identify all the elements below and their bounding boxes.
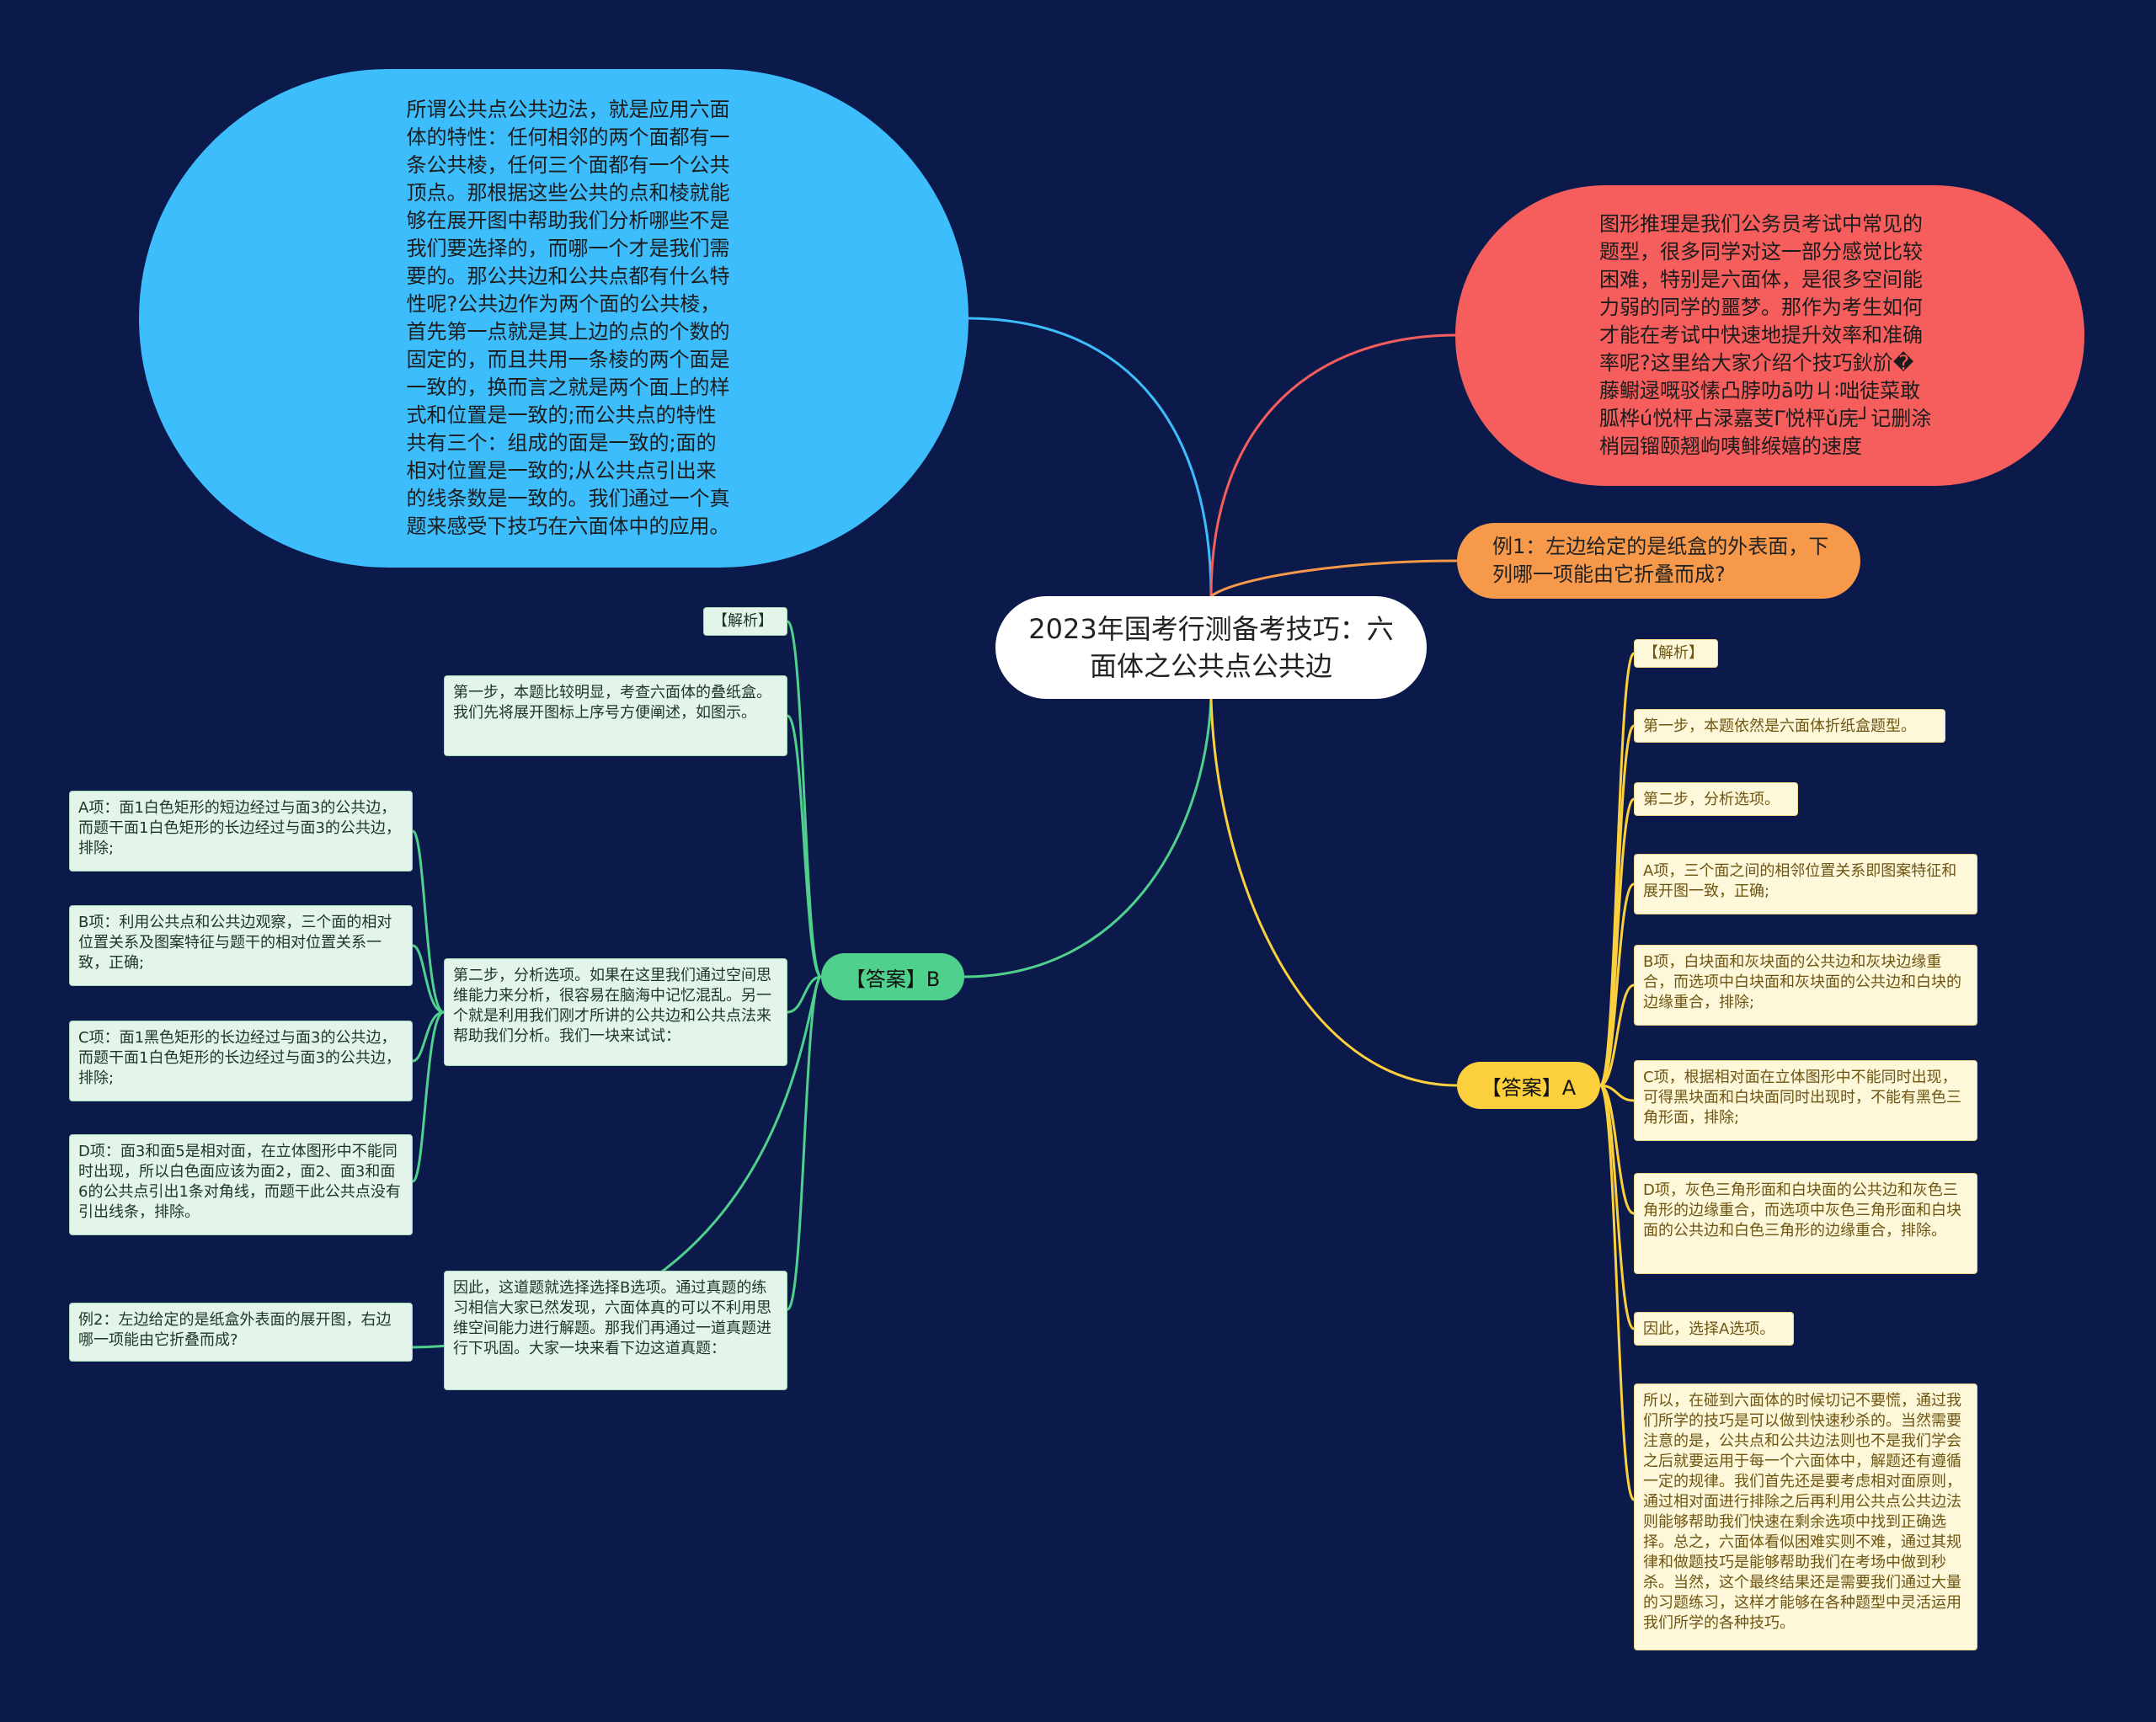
link-root-blue: [966, 317, 1213, 597]
a-step1[interactable]: 第一步，本题依然是六面体折纸盒题型。: [1634, 709, 1945, 743]
a-option-a[interactable]: A项，三个面之间的相邻位置关系即图案特征和展开图一致，正确;: [1634, 854, 1977, 914]
intro-blue-node[interactable]: 所谓公共点公共边法，就是应用六面体的特性：任何相邻的两个面都有一条公共棱，任何三…: [139, 69, 969, 568]
a-option-d[interactable]: D项，灰色三角形面和白块面的公共边和灰色三角形的边缘重合，而选项中灰色三角形面和…: [1634, 1173, 1977, 1274]
b-option-b[interactable]: B项：利用公共点和公共边观察，三个面的相对位置关系及图案特征与题干的相对位置关系…: [69, 905, 413, 986]
b-conclusion[interactable]: 因此，这道题就选择选择B选项。通过真题的练习相信大家已然发现，六面体真的可以不利…: [444, 1271, 787, 1390]
answer-b-label: 【答案】B: [845, 967, 941, 991]
example1-text: 例1：左边给定的是纸盒的外表面，下列哪一项能由它折叠而成?: [1492, 535, 1829, 586]
a-conclusion[interactable]: 因此，选择A选项。: [1634, 1312, 1794, 1346]
intro-red-node[interactable]: 图形推理是我们公务员考试中常见的题型，很多同学对这一部分感觉比较困难，特别是六面…: [1455, 185, 2084, 486]
link-root-example1: [1210, 559, 1458, 598]
b-option-c[interactable]: C项：面1黑色矩形的长边经过与面3的公共边，而题干面1白色矩形的长边经过与面3的…: [69, 1021, 413, 1101]
answer-a-label: 【答案】A: [1481, 1075, 1577, 1100]
a-summary[interactable]: 所以，在碰到六面体的时候切记不要慌，通过我们所学的技巧是可以做到快速秒杀的。当然…: [1634, 1383, 1977, 1650]
b-step2[interactable]: 第二步，分析选项。如果在这里我们通过空间思维能力来分析，很容易在脑海中记忆混乱。…: [444, 958, 787, 1066]
a-option-c[interactable]: C项，根据相对面在立体图形中不能同时出现，可得黑块面和白块面同时出现时，不能有黑…: [1634, 1060, 1977, 1141]
link-root-red: [1209, 333, 1458, 597]
root-node[interactable]: 2023年国考行测备考技巧：六面体之公共点公共边: [995, 596, 1427, 699]
answer-a-node[interactable]: 【答案】A: [1457, 1062, 1600, 1109]
intro-red-text: 图形推理是我们公务员考试中常见的题型，很多同学对这一部分感觉比较困难，特别是六面…: [1599, 212, 1932, 458]
a-step2[interactable]: 第二步，分析选项。: [1634, 782, 1798, 816]
b-option-a[interactable]: A项：面1白色矩形的短边经过与面3的公共边，而题干面1白色矩形的长边经过与面3的…: [69, 791, 413, 872]
b-step1[interactable]: 第一步，本题比较明显，考查六面体的叠纸盒。我们先将展开图标上序号方便阐述，如图示…: [444, 675, 787, 756]
example1-node[interactable]: 例1：左边给定的是纸盒的外表面，下列哪一项能由它折叠而成?: [1457, 523, 1860, 599]
b-example2[interactable]: 例2：左边给定的是纸盒外表面的展开图，右边哪一项能由它折叠而成?: [69, 1303, 413, 1362]
intro-blue-text: 所谓公共点公共边法，就是应用六面体的特性：任何相邻的两个面都有一条公共棱，任何三…: [406, 98, 730, 538]
b-option-d[interactable]: D项：面3和面5是相对面，在立体图形中不能同时出现，所以白色面应该为面2，面2、…: [69, 1134, 413, 1235]
b-analysis-tag[interactable]: 【解析】: [703, 607, 787, 636]
link-root-answerA: [1209, 698, 1458, 1087]
a-analysis-tag[interactable]: 【解析】: [1634, 639, 1718, 668]
link-root-answerB: [963, 698, 1213, 978]
a-option-b[interactable]: B项，白块面和灰块面的公共边和灰块边缘重合，而选项中白块面和灰块面的公共边和白块…: [1634, 945, 1977, 1026]
root-title: 2023年国考行测备考技巧：六面体之公共点公共边: [1028, 613, 1394, 682]
answer-b-node[interactable]: 【答案】B: [821, 953, 964, 1000]
